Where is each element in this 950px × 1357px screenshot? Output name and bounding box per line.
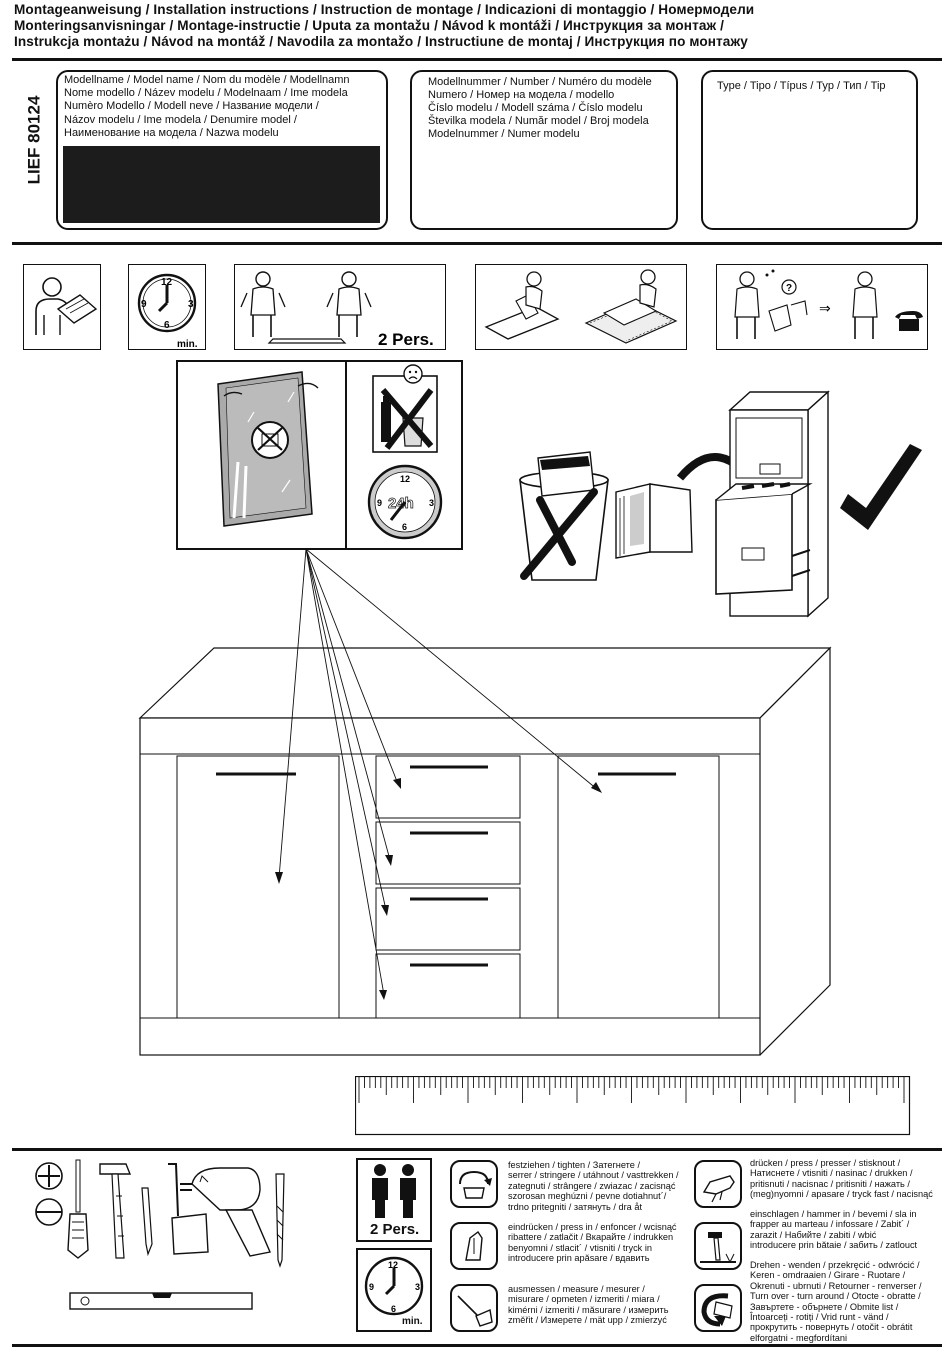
clock-24h-label: 24h	[388, 495, 414, 512]
phillips-screw-icon	[35, 1162, 63, 1190]
filing-cabinet-icon	[715, 390, 830, 618]
drill-bit-icon	[275, 1173, 285, 1268]
read-instructions-panel	[23, 264, 101, 350]
min-label: min.	[177, 339, 198, 349]
legend-clock-icon: 12 3 6 9	[364, 1256, 424, 1316]
legend-press-in-box	[450, 1222, 498, 1270]
manual-book-icon	[615, 483, 693, 559]
legend-tighten-text: festziehen / tighten / Затегнете / serre…	[508, 1160, 679, 1212]
clock-6: 6	[164, 320, 170, 331]
clock-icon: 12 3 6 9 min.	[137, 273, 198, 350]
svg-text:6: 6	[391, 1304, 396, 1314]
clock-12: 12	[161, 277, 173, 288]
title-line-1: Montageanweisung / Installation instruct…	[14, 2, 755, 17]
legend-pers-label: 2 Pers.	[370, 1221, 420, 1238]
two-person-lifting-icon: 2 Pers.	[240, 271, 434, 349]
drawer-2	[375, 821, 521, 885]
model-type-label: Type / Tipo / Típus / Typ / Тип / Tip	[717, 80, 886, 92]
model-type-box: Type / Tipo / Típus / Typ / Тип / Tip	[701, 70, 918, 230]
screwdriver-icon	[67, 1159, 89, 1259]
clock-9: 9	[141, 299, 147, 310]
legend-rule	[12, 1148, 942, 1151]
keep-instructions-illustration	[519, 390, 922, 618]
svg-text:9: 9	[369, 1282, 374, 1292]
title-line-3: Instrukcja montażu / Návod na montáž / N…	[14, 34, 748, 49]
check-mark-icon	[840, 444, 922, 530]
info-rule	[12, 242, 942, 245]
press-hand-icon	[702, 1175, 735, 1203]
model-code: LIEF 80124	[24, 95, 44, 185]
care-panel: 12 3 6 9 24h	[176, 360, 463, 550]
legend-press-in-text: eindrücken / press in / enfoncer / wcisn…	[508, 1222, 677, 1264]
legend-min-label: min.	[402, 1316, 423, 1327]
svg-text:⇒: ⇒	[819, 300, 831, 316]
spirit-level-icon	[69, 1292, 253, 1310]
care-divider	[345, 362, 347, 548]
legend-measure-box	[450, 1284, 498, 1332]
clock-3: 3	[188, 299, 194, 310]
legend-time-panel: 12 3 6 9 min.	[356, 1248, 432, 1332]
legend-two-person-panel: 2 Pers.	[356, 1158, 432, 1242]
sideboard-drawing	[138, 646, 832, 1056]
left-door	[176, 755, 340, 1019]
two-person-panel: 2 Pers.	[234, 264, 446, 350]
svg-text:12: 12	[388, 1260, 398, 1270]
title-line-2: Monteringsanvisningar / Montage-instruct…	[14, 18, 725, 33]
svg-text:?: ?	[786, 283, 792, 294]
footer-rule	[12, 1344, 942, 1347]
model-code-wrap: LIEF 80124	[20, 70, 48, 220]
drawer-1	[375, 755, 521, 819]
measuring-ruler	[355, 1076, 911, 1136]
legend-turn-text: Drehen - wenden / przekręcić - odwrócić …	[750, 1260, 922, 1343]
model-name-field	[63, 146, 380, 223]
assemble-on-carpet-icon	[484, 269, 678, 344]
pencil-icon	[141, 1187, 153, 1257]
carpet-assembly-panel	[475, 264, 687, 350]
legend-turn-box	[694, 1284, 742, 1332]
model-name-box: Modellname / Model name / Nom du modèle …	[56, 70, 388, 230]
two-person-icon	[372, 1164, 416, 1218]
drawer-3	[375, 887, 521, 951]
allen-key-icon	[168, 1163, 209, 1255]
svg-text:3: 3	[429, 498, 434, 508]
legend-measure-text: ausmessen / measure / mesurer / misurare…	[508, 1284, 669, 1326]
right-door	[557, 755, 720, 1019]
legend-tighten-box	[450, 1160, 498, 1208]
read-instructions-icon	[35, 277, 98, 335]
model-number-box: Modellnummer / Number / Numéro du modèle…	[410, 70, 678, 230]
hammer-icon	[99, 1163, 132, 1259]
cleaning-glass-icon	[217, 371, 319, 527]
turn-over-icon	[701, 1293, 733, 1327]
press-in-icon	[465, 1230, 483, 1261]
svg-text:12: 12	[400, 474, 410, 484]
svg-text:3: 3	[415, 1282, 420, 1292]
tools-illustration	[35, 1159, 285, 1310]
legend-press-text: drücken / press / presser / stisknout / …	[750, 1158, 933, 1200]
no-chemicals-icon: 12 3 6 9 24h	[367, 364, 443, 540]
screw-tighten-icon	[459, 1170, 492, 1199]
two-person-label: 2 Pers.	[378, 330, 434, 349]
help-phone-icon: ? ⇒	[734, 269, 923, 339]
model-name-label: Modellname / Model name / Nom du modèle …	[64, 74, 350, 139]
slotted-screw-icon	[35, 1198, 63, 1226]
legend-hammer-box	[694, 1222, 742, 1270]
legend-press-box	[694, 1160, 742, 1208]
power-drill-icon	[180, 1167, 271, 1257]
svg-text:9: 9	[377, 498, 382, 508]
hammer-in-icon	[700, 1232, 736, 1264]
svg-text:6: 6	[402, 522, 407, 532]
time-panel: 12 3 6 9 min.	[128, 264, 206, 350]
model-number-label: Modellnummer / Number / Numéro du modèle…	[428, 76, 652, 140]
help-call-panel: ? ⇒	[716, 264, 928, 350]
legend-hammer-text: einschlagen / hammer in / bevemi / sla i…	[750, 1209, 918, 1251]
header-rule	[12, 58, 942, 61]
measure-icon	[457, 1295, 493, 1327]
